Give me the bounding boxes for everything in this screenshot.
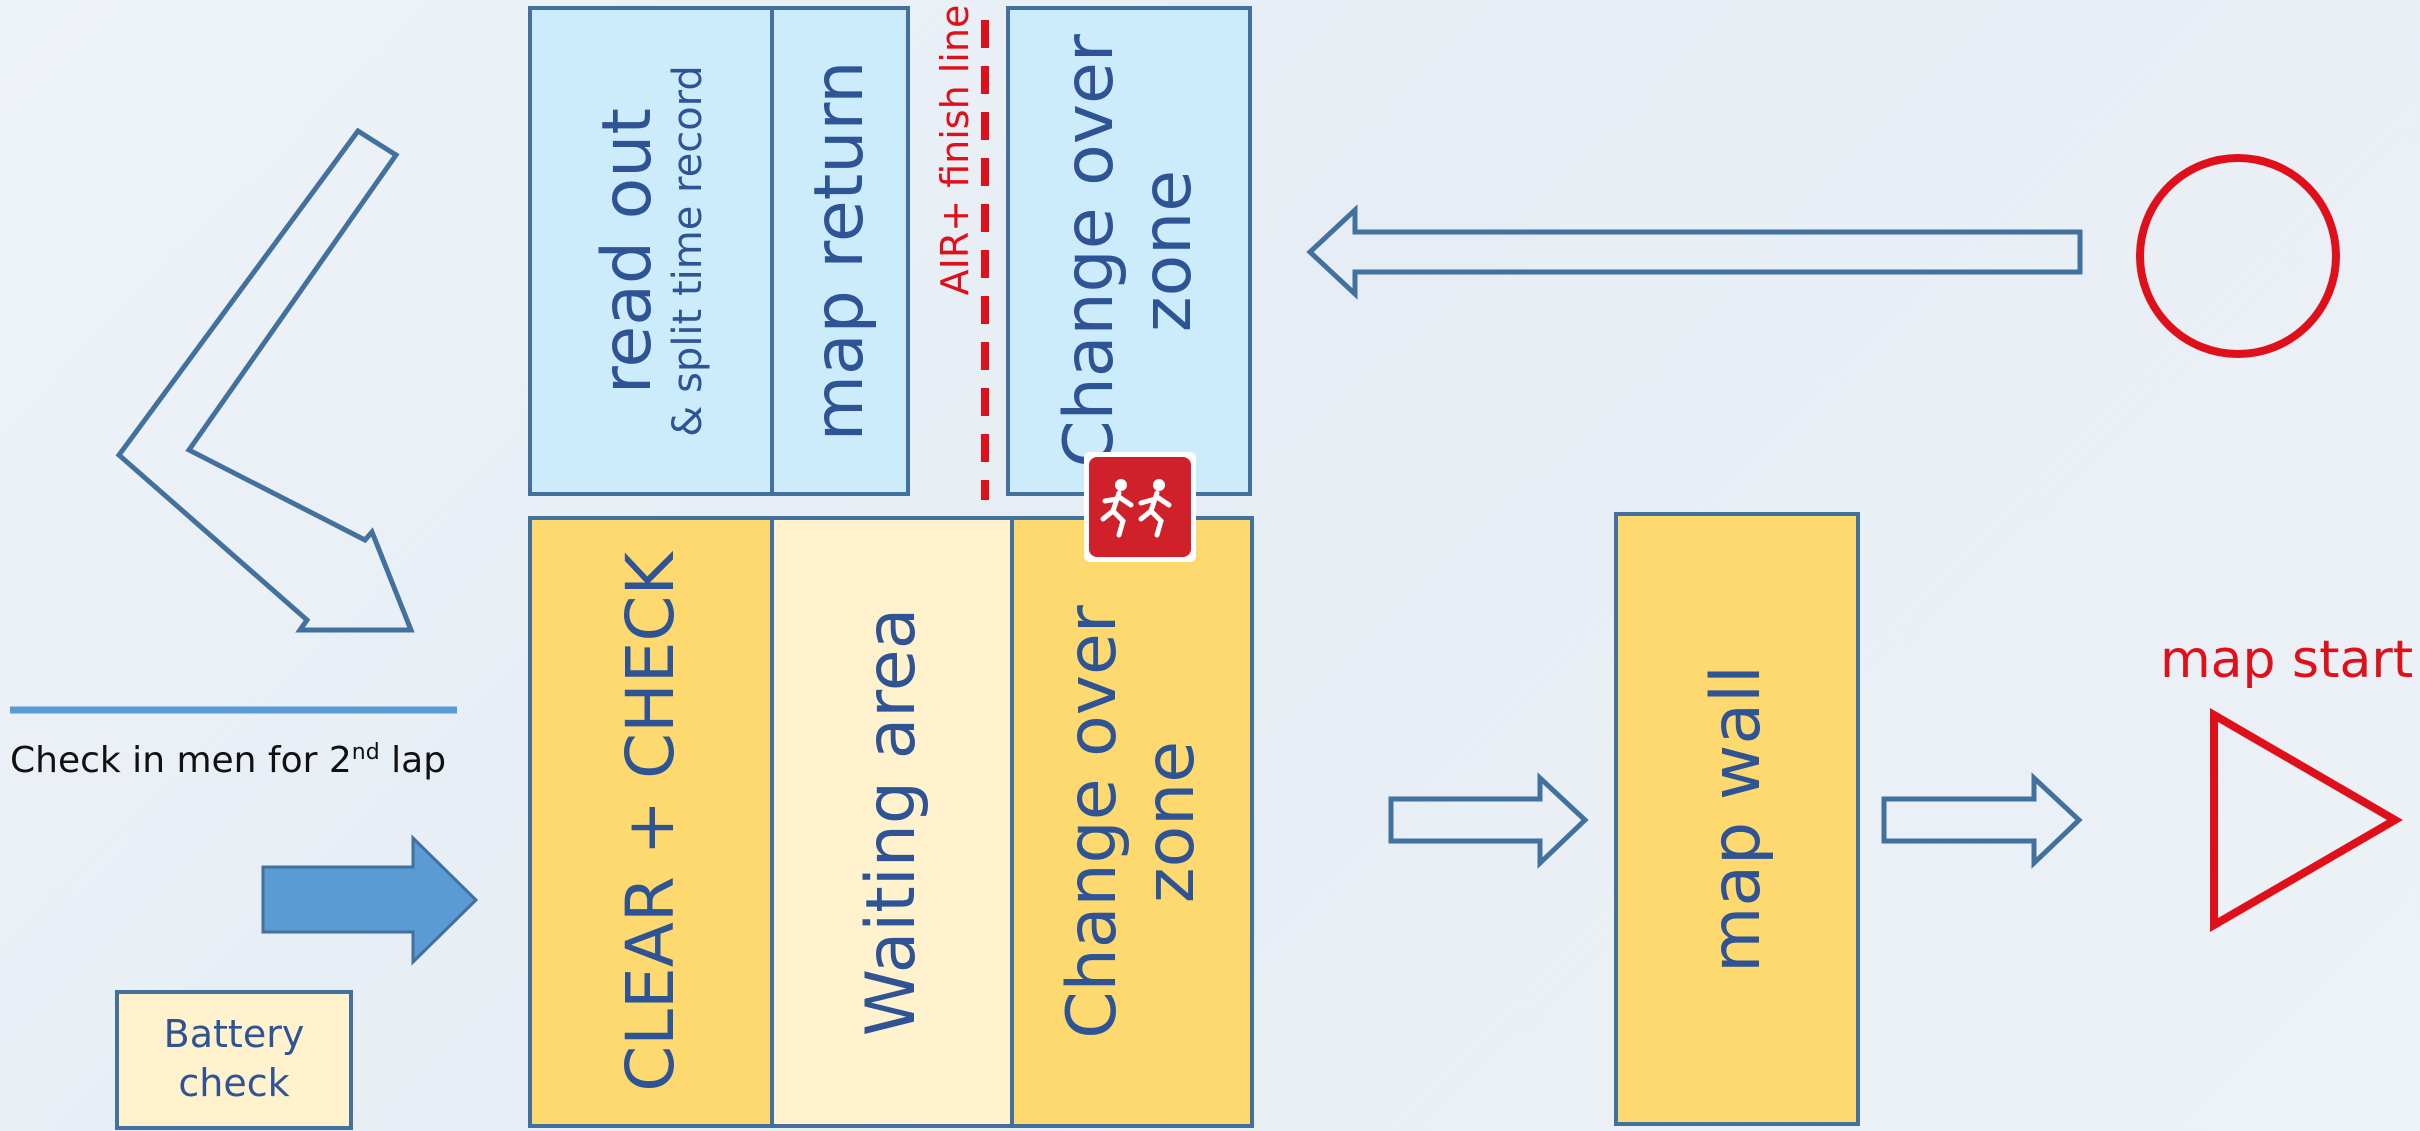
clear-check-label: CLEAR + CHECK (612, 552, 689, 1092)
return-arrow (1306, 204, 2083, 300)
map-wall-zone: map wall (1614, 512, 1860, 1126)
to-map-start-arrow (1881, 772, 2083, 869)
battery-check-box: Battery check (115, 990, 353, 1130)
entry-arrow (261, 834, 479, 966)
map-return-zone: map return (770, 6, 910, 496)
check-in-label: Check in men for 2nd lap (10, 740, 447, 781)
clear-check-zone: CLEAR + CHECK (528, 516, 774, 1128)
change-over-bottom-line2: zone (1131, 740, 1210, 904)
to-map-wall-arrow (1388, 772, 1589, 869)
change-over-zone-top: Change over zone (1006, 6, 1252, 496)
relay-runners-icon (1084, 452, 1196, 562)
change-over-zone-bottom: Change over zone (1010, 516, 1254, 1128)
finish-circle-icon (2136, 154, 2340, 358)
change-over-bottom-line1: Change over (1052, 605, 1132, 1039)
battery-check-line2: check (178, 1061, 290, 1106)
change-over-top-line1: Change over (1049, 34, 1129, 468)
zigzag-arrow (115, 127, 415, 633)
map-wall-label: map wall (1697, 665, 1776, 973)
change-over-top-line2: zone (1128, 169, 1207, 333)
battery-check-line1: Battery (163, 1012, 305, 1056)
start-triangle-icon (2210, 708, 2403, 932)
read-out-zone: read out & split time record (528, 6, 774, 496)
waiting-area-label: Waiting area (852, 607, 931, 1037)
read-out-subtitle: & split time record (665, 65, 711, 437)
waiting-area-zone: Waiting area (770, 516, 1014, 1128)
read-out-title: read out (588, 107, 667, 395)
air-finish-line-label: AIR+ finish line (933, 4, 977, 296)
map-start-label: map start (2160, 630, 2414, 690)
map-return-label: map return (800, 60, 879, 442)
